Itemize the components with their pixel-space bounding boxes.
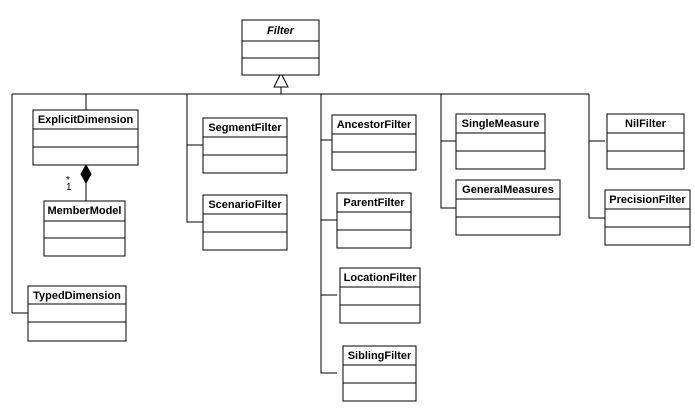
class-general-measures-name: GeneralMeasures [462,184,554,196]
class-explicit-dimension-name: ExplicitDimension [38,114,134,126]
class-filter-name: Filter [267,25,295,37]
composition-diamond [80,163,92,185]
class-precision-filter[interactable]: PrecisionFilter [604,189,691,246]
class-member-model[interactable]: MemberModel [43,200,126,257]
generalization-arrowhead [273,71,289,88]
class-sibling-filter-name: SiblingFilter [348,350,412,362]
class-member-model-name: MemberModel [48,205,122,217]
class-single-measure[interactable]: SingleMeasure [455,113,546,170]
class-scenario-filter[interactable]: ScenarioFilter [202,194,288,251]
class-single-measure-name: SingleMeasure [462,118,540,130]
class-location-filter[interactable]: LocationFilter [339,267,421,324]
class-segment-filter[interactable]: SegmentFilter [202,117,288,174]
class-ancestor-filter[interactable]: AncestorFilter [331,114,417,171]
class-scenario-filter-name: ScenarioFilter [208,199,282,211]
class-parent-filter[interactable]: ParentFilter [336,192,412,249]
multiplicity-one: 1 [66,182,72,193]
class-location-filter-name: LocationFilter [344,272,417,284]
class-typed-dimension-name: TypedDimension [33,290,121,302]
class-parent-filter-name: ParentFilter [343,197,405,209]
class-filter[interactable]: Filter [241,19,320,76]
class-sibling-filter[interactable]: SiblingFilter [342,345,417,402]
class-general-measures[interactable]: GeneralMeasures [455,179,561,236]
class-segment-filter-name: SegmentFilter [208,122,282,134]
class-typed-dimension[interactable]: TypedDimension [27,285,127,342]
class-precision-filter-name: PrecisionFilter [609,194,686,206]
class-nil-filter[interactable]: NilFilter [606,113,685,170]
composition-link: * 1 [66,163,92,201]
class-explicit-dimension[interactable]: ExplicitDimension [32,109,139,166]
class-ancestor-filter-name: AncestorFilter [337,119,412,131]
class-nil-filter-name: NilFilter [625,118,667,130]
multiplicity-many: * [66,175,70,186]
generalization-lines [11,71,605,374]
